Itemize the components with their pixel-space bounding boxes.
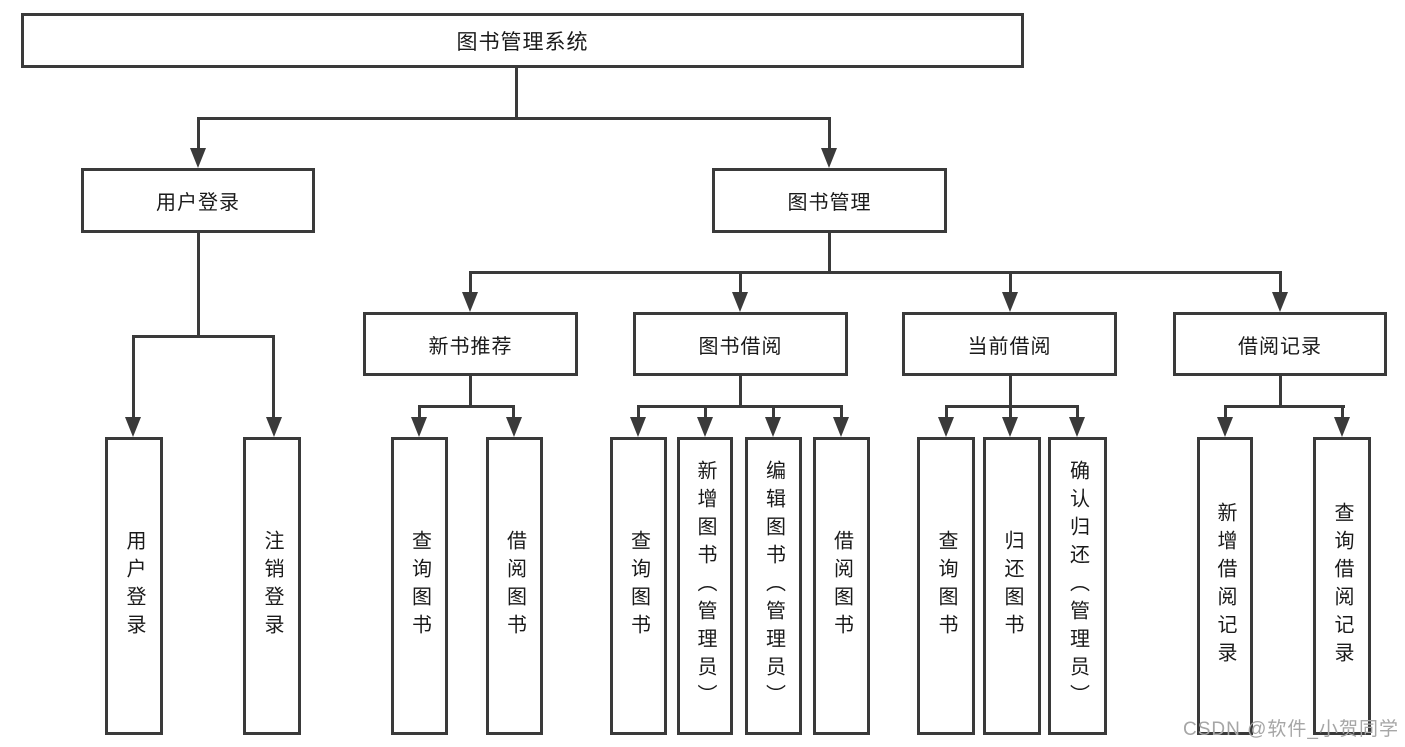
leaf-query-borrow-record-label: 查询借阅记录: [1331, 502, 1353, 670]
arrow-down-icon: [821, 148, 837, 168]
leaf-borrow-books-2: 借阅图书: [813, 437, 870, 735]
arrow-down-icon: [1272, 292, 1288, 312]
connector-line: [512, 405, 515, 419]
leaf-logout-label: 注销登录: [261, 530, 283, 642]
connector-line: [418, 405, 421, 419]
connector-line: [197, 117, 831, 120]
leaf-edit-book-admin-label: 编辑图书（管理员）: [762, 460, 785, 712]
arrow-down-icon: [506, 417, 522, 437]
connector-line: [1009, 376, 1012, 408]
arrow-down-icon: [411, 417, 427, 437]
leaf-borrow-books-2-label: 借阅图书: [830, 530, 853, 642]
node-root-label: 图书管理系统: [456, 30, 589, 54]
leaf-add-borrow-record: 新增借阅记录: [1197, 437, 1253, 735]
connector-line: [840, 405, 843, 419]
connector-line: [515, 66, 518, 119]
arrow-down-icon: [1069, 417, 1085, 437]
leaf-query-books-recommend-label: 查询图书: [408, 530, 431, 642]
watermark-text: CSDN @软件_小贺同学: [1183, 719, 1399, 740]
leaf-add-borrow-record-label: 新增借阅记录: [1214, 502, 1236, 670]
connector-line: [197, 233, 200, 337]
arrow-down-icon: [190, 148, 206, 168]
connector-line: [1009, 271, 1012, 293]
connector-line: [1224, 405, 1227, 419]
leaf-edit-book-admin: 编辑图书（管理员）: [745, 437, 802, 735]
leaf-query-books-borrow-label: 查询图书: [627, 530, 650, 642]
leaf-borrow-books-recommend-label: 借阅图书: [503, 530, 526, 642]
connector-line: [132, 335, 275, 338]
leaf-confirm-return-admin: 确认归还（管理员）: [1048, 437, 1107, 735]
node-current-borrow: 当前借阅: [902, 312, 1117, 376]
arrow-down-icon: [266, 417, 282, 437]
connector-line: [637, 405, 640, 419]
leaf-user-login: 用户登录: [105, 437, 163, 735]
connector-line: [945, 405, 1079, 408]
connector-line: [637, 405, 843, 408]
connector-line: [739, 271, 742, 293]
node-user-login: 用户登录: [81, 168, 315, 233]
arrow-down-icon: [125, 417, 141, 437]
connector-line: [739, 376, 742, 408]
leaf-query-borrow-record: 查询借阅记录: [1313, 437, 1371, 735]
connector-line: [469, 271, 1282, 274]
connector-line: [828, 233, 831, 274]
connector-line: [1224, 405, 1345, 408]
node-borrow-records: 借阅记录: [1173, 312, 1387, 376]
node-book-management-label: 图书管理: [787, 192, 872, 214]
connector-line: [945, 405, 948, 419]
arrow-down-icon: [765, 417, 781, 437]
node-user-login-label: 用户登录: [156, 192, 240, 214]
arrow-down-icon: [732, 292, 748, 312]
node-root: 图书管理系统: [21, 13, 1024, 68]
connector-line: [197, 117, 200, 149]
leaf-add-book-admin-label: 新增图书（管理员）: [694, 460, 716, 712]
leaf-add-book-admin: 新增图书（管理员）: [677, 437, 733, 735]
connector-line: [772, 405, 775, 419]
connector-line: [469, 271, 472, 293]
leaf-return-book-label: 归还图书: [1001, 530, 1023, 642]
arrow-down-icon: [1002, 417, 1018, 437]
arrow-down-icon: [697, 417, 713, 437]
node-borrow-records-label: 借阅记录: [1238, 335, 1322, 358]
arrow-down-icon: [1002, 292, 1018, 312]
connector-line: [1009, 405, 1012, 419]
node-book-management: 图书管理: [712, 168, 947, 233]
leaf-logout: 注销登录: [243, 437, 301, 735]
leaf-query-books-recommend: 查询图书: [391, 437, 448, 735]
node-current-borrow-label: 当前借阅: [967, 335, 1052, 358]
leaf-query-books-borrow: 查询图书: [610, 437, 667, 735]
connector-line: [1341, 405, 1344, 419]
connector-line: [704, 405, 707, 419]
node-new-book-recommend-label: 新书推荐: [428, 335, 513, 358]
node-book-borrow: 图书借阅: [633, 312, 848, 376]
connector-line: [828, 117, 831, 149]
connector-line: [469, 376, 472, 408]
connector-line: [1076, 405, 1079, 419]
arrow-down-icon: [833, 417, 849, 437]
connector-line: [132, 335, 135, 419]
arrow-down-icon: [462, 292, 478, 312]
leaf-user-login-label: 用户登录: [123, 530, 145, 642]
arrow-down-icon: [938, 417, 954, 437]
arrow-down-icon: [1334, 417, 1350, 437]
leaf-confirm-return-admin-label: 确认归还（管理员）: [1066, 460, 1089, 712]
arrow-down-icon: [630, 417, 646, 437]
leaf-query-books-current-label: 查询图书: [935, 530, 957, 642]
node-book-borrow-label: 图书借阅: [698, 335, 783, 358]
connector-line: [1279, 376, 1282, 408]
leaf-return-book: 归还图书: [983, 437, 1041, 735]
leaf-borrow-books-recommend: 借阅图书: [486, 437, 543, 735]
connector-line: [418, 405, 515, 408]
connector-line: [1279, 271, 1282, 293]
node-new-book-recommend: 新书推荐: [363, 312, 578, 376]
leaf-query-books-current: 查询图书: [917, 437, 975, 735]
arrow-down-icon: [1217, 417, 1233, 437]
connector-line: [272, 335, 275, 419]
